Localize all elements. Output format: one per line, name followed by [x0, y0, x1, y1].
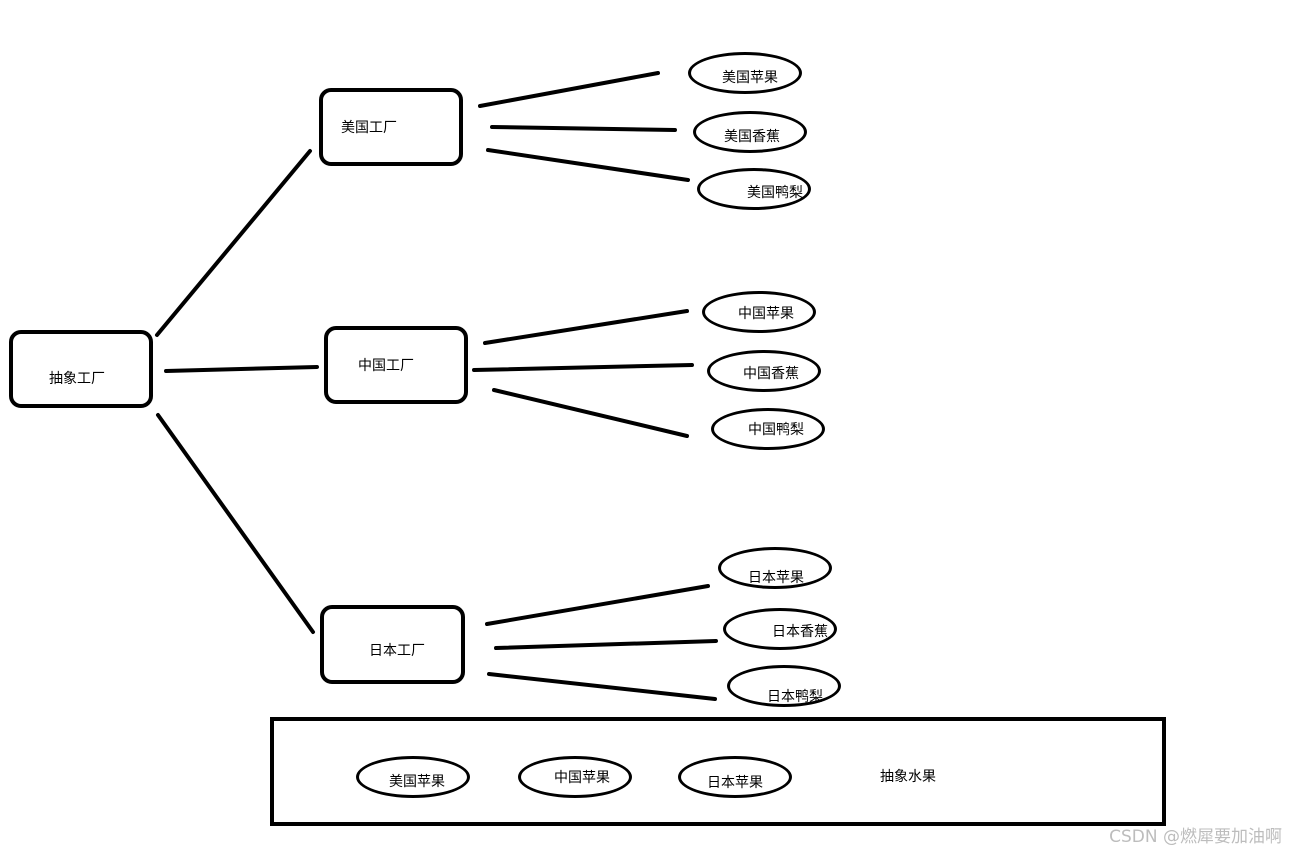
product-usa-apple: 美国苹果: [688, 52, 802, 94]
product-japan-banana: 日本香蕉: [723, 608, 837, 650]
product-china-apple-label: 中国苹果: [738, 306, 794, 322]
edge-japan-apple: [485, 584, 710, 626]
abstract-fruit-japan-apple: 日本苹果: [678, 756, 792, 798]
watermark: CSDN @燃犀要加油啊: [1109, 827, 1282, 847]
edge-china-banana: [472, 363, 694, 372]
product-china-pear: 中国鸭梨: [711, 408, 825, 450]
abstract-fruit-panel: 美国苹果 中国苹果 日本苹果 抽象水果: [270, 717, 1166, 826]
product-japan-apple-label: 日本苹果: [748, 570, 804, 586]
root-box: 抽象工厂: [9, 330, 153, 408]
product-usa-banana: 美国香蕉: [693, 111, 807, 153]
product-china-apple: 中国苹果: [702, 291, 816, 333]
root-label: 抽象工厂: [49, 371, 105, 387]
edge-china-apple: [483, 309, 689, 345]
abstract-fruit-usa-apple: 美国苹果: [356, 756, 470, 798]
product-china-banana: 中国香蕉: [707, 350, 821, 392]
edge-japan-banana: [494, 639, 718, 650]
product-usa-banana-label: 美国香蕉: [724, 129, 780, 145]
product-china-pear-label: 中国鸭梨: [748, 422, 804, 438]
product-usa-pear: 美国鸭梨: [697, 168, 811, 210]
edge-usa-apple: [478, 71, 660, 108]
abstract-fruit-label: 抽象水果: [880, 769, 936, 785]
abstract-fruit-japan-apple-label: 日本苹果: [707, 775, 763, 791]
edge-root-china: [164, 365, 319, 373]
product-usa-pear-label: 美国鸭梨: [747, 185, 803, 201]
abstract-fruit-china-apple: 中国苹果: [518, 756, 632, 798]
factory-japan-box: 日本工厂: [320, 605, 465, 684]
factory-japan-label: 日本工厂: [369, 643, 425, 659]
product-japan-pear-label: 日本鸭梨: [767, 689, 823, 705]
edge-china-pear: [492, 388, 689, 438]
factory-usa-box: 美国工厂: [319, 88, 463, 166]
edge-japan-pear: [487, 672, 717, 701]
abstract-fruit-usa-apple-label: 美国苹果: [389, 774, 445, 790]
edge-usa-banana: [490, 125, 677, 132]
product-china-banana-label: 中国香蕉: [743, 366, 799, 382]
product-japan-banana-label: 日本香蕉: [772, 624, 828, 640]
edge-usa-pear: [486, 148, 690, 182]
factory-china-label: 中国工厂: [358, 358, 414, 374]
factory-china-box: 中国工厂: [324, 326, 468, 404]
abstract-fruit-china-apple-label: 中国苹果: [554, 770, 610, 786]
product-japan-pear: 日本鸭梨: [727, 665, 841, 707]
edge-root-usa: [155, 149, 312, 337]
product-japan-apple: 日本苹果: [718, 547, 832, 589]
product-usa-apple-label: 美国苹果: [722, 70, 778, 86]
edge-root-japan: [156, 413, 315, 634]
factory-usa-label: 美国工厂: [341, 120, 397, 136]
